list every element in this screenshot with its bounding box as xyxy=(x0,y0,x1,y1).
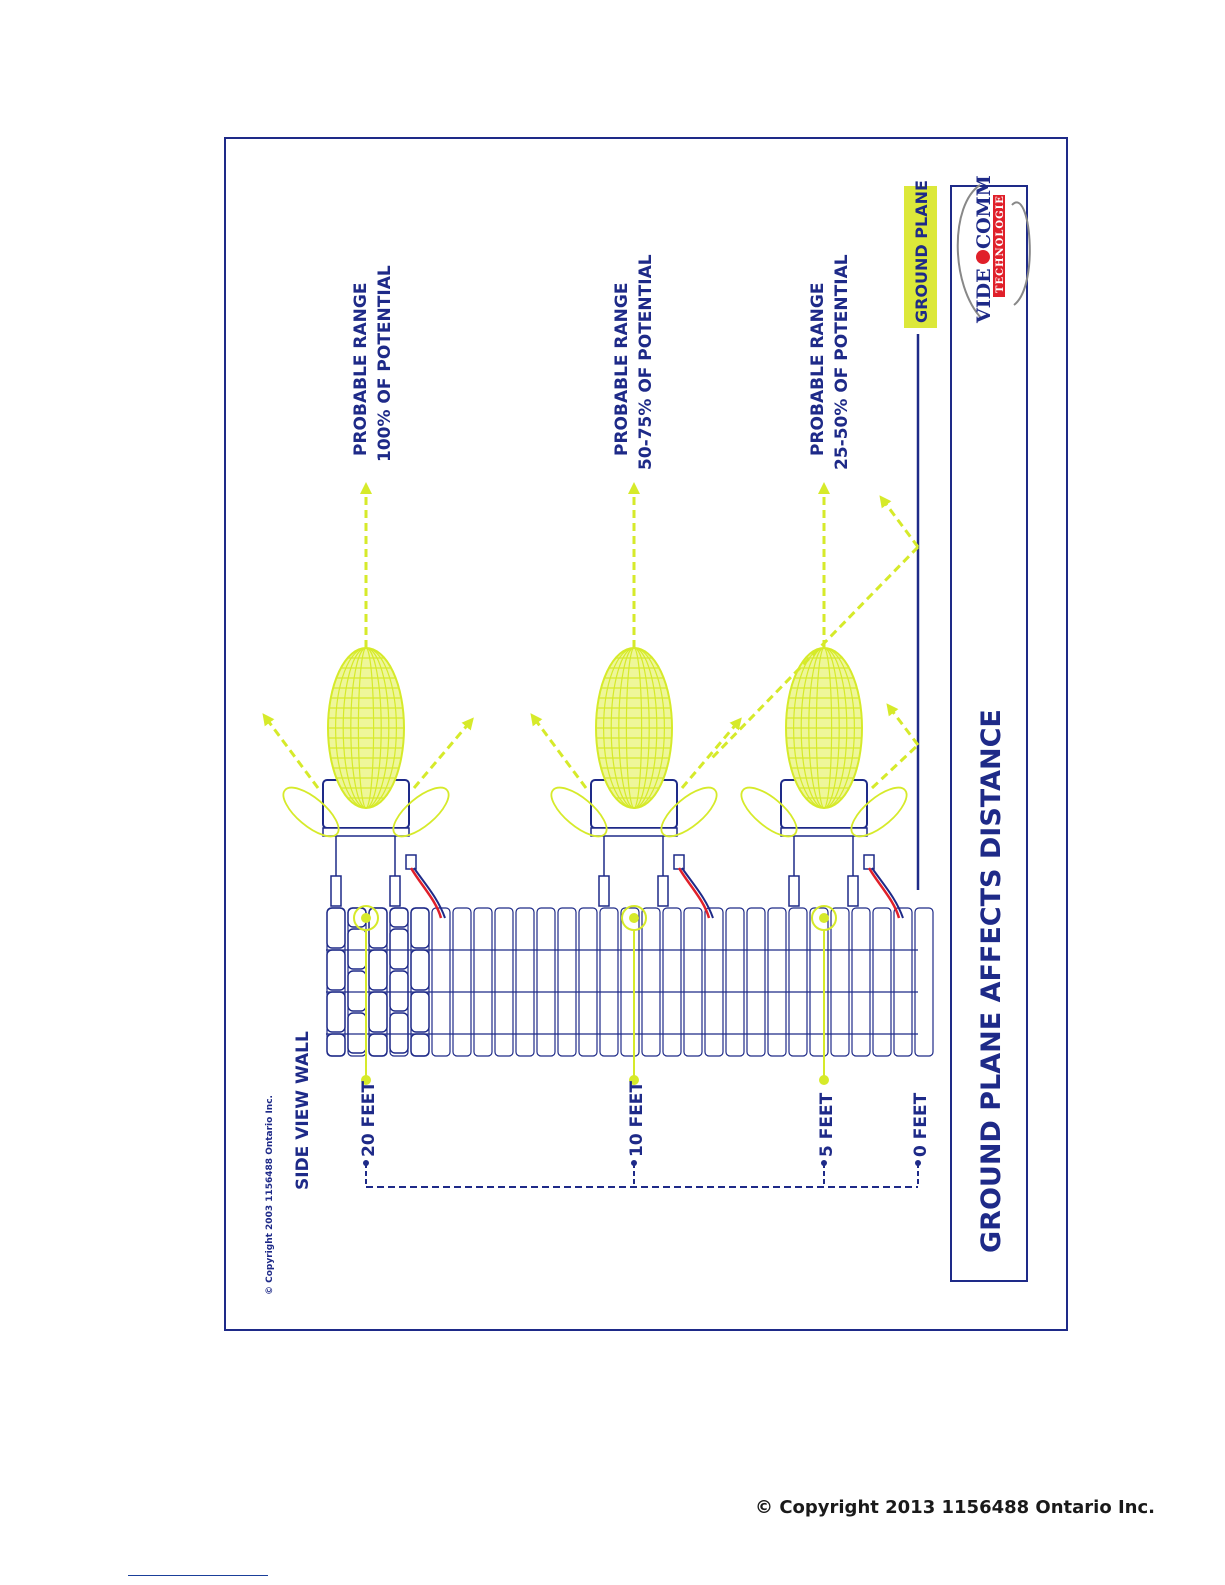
brick xyxy=(327,908,345,948)
antenna-unit xyxy=(266,488,470,1085)
brick xyxy=(327,992,345,1032)
mount-point xyxy=(361,913,371,923)
side-beam-to-ground xyxy=(872,745,918,788)
brick xyxy=(327,1034,345,1056)
mount-point xyxy=(819,913,829,923)
mount-bracket xyxy=(658,876,668,906)
mount-bracket xyxy=(848,876,858,906)
height-5-label: 5 FEET xyxy=(817,1092,837,1157)
brick xyxy=(348,1013,366,1053)
logo-red-dot xyxy=(976,250,990,264)
mount-bracket xyxy=(390,876,400,906)
cable-connector xyxy=(864,855,874,869)
brick xyxy=(390,1013,408,1053)
height-marker-dot xyxy=(819,1075,829,1085)
brick xyxy=(390,971,408,1011)
brick xyxy=(369,992,387,1032)
range-5-line1: PROBABLE RANGE xyxy=(808,283,828,456)
range-20-line1: PROBABLE RANGE xyxy=(351,283,371,456)
height-10-label: 10 FEET xyxy=(627,1081,647,1157)
cable-red xyxy=(679,868,709,918)
antenna-unit xyxy=(734,488,918,1085)
cable-connector xyxy=(674,855,684,869)
footer-rule xyxy=(128,1575,268,1576)
brick xyxy=(411,950,429,990)
videocomm-logo: VIDE COMM TECHNOLOGIES xyxy=(958,175,1030,324)
brick xyxy=(390,908,408,927)
antenna-unit xyxy=(534,488,738,1085)
logo-word-comm: COMM xyxy=(973,175,995,249)
height-20-label: 20 FEET xyxy=(359,1081,379,1157)
brick xyxy=(390,929,408,969)
copyright-small: © Copyright 2003 1156488 Ontario Inc. xyxy=(265,1095,275,1295)
main-radiation-lobe xyxy=(328,648,404,808)
footer-copyright: © Copyright 2013 1156488 Ontario Inc. xyxy=(755,1497,1155,1518)
brick xyxy=(369,950,387,990)
side-beam-arrow xyxy=(682,722,738,788)
brick xyxy=(369,1034,387,1056)
side-beam-arrow xyxy=(266,718,318,788)
brick xyxy=(411,992,429,1032)
diagram-title: GROUND PLANE AFFECTS DISTANCE xyxy=(976,709,1007,1253)
range-10-line2: 50-75% OF POTENTIAL xyxy=(636,254,656,470)
mount-bracket xyxy=(599,876,609,906)
range-20-line2: 100% OF POTENTIAL xyxy=(375,265,395,462)
main-radiation-lobe xyxy=(596,648,672,808)
side-view-wall-label: SIDE VIEW WALL xyxy=(293,1031,313,1190)
height-dimension-line xyxy=(363,1160,921,1187)
side-beam-arrow xyxy=(414,722,470,788)
brick xyxy=(411,908,429,948)
cable-connector xyxy=(406,855,416,869)
side-view-wall xyxy=(326,908,933,1056)
ground-plane-label: GROUND PLANE xyxy=(912,180,931,323)
mount-point xyxy=(629,913,639,923)
brick xyxy=(411,1034,429,1056)
mount-bracket xyxy=(789,876,799,906)
range-10-line1: PROBABLE RANGE xyxy=(612,283,632,456)
mount-bracket xyxy=(331,876,341,906)
brick xyxy=(327,950,345,990)
side-beam-arrow xyxy=(534,718,586,788)
range-5-line2: 25-50% OF POTENTIAL xyxy=(832,254,852,470)
logo-word-vide: VIDE xyxy=(973,268,995,324)
height-0-label: 0 FEET xyxy=(911,1092,931,1157)
brick xyxy=(348,971,366,1011)
brick xyxy=(348,929,366,969)
logo-word-technologies: TECHNOLOGIES xyxy=(995,187,1006,293)
